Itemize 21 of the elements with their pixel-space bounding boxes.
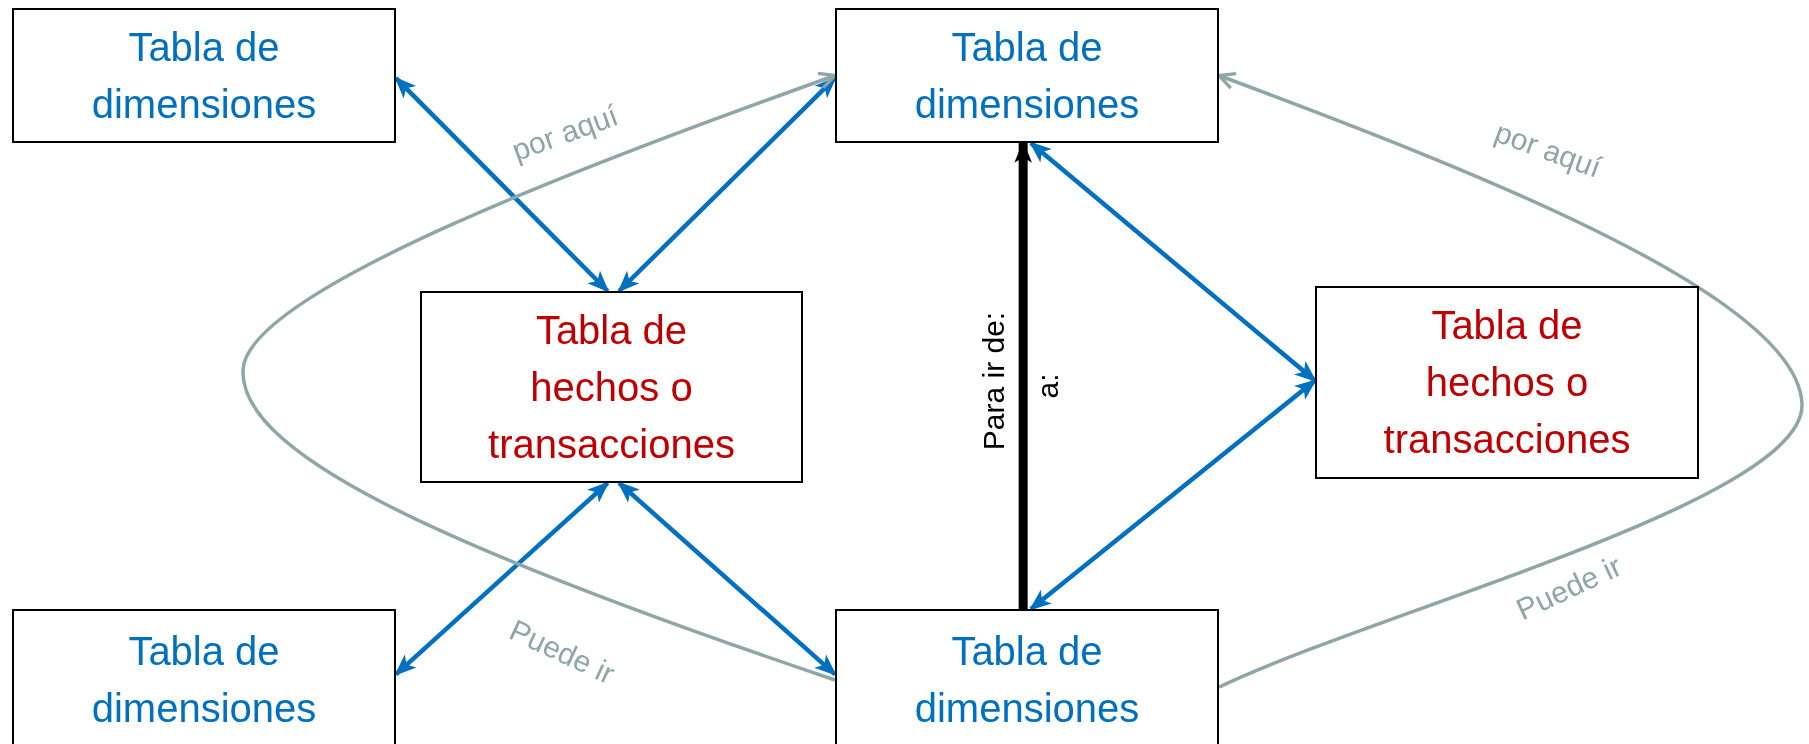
table-label: Tabla de dimensiones [90, 23, 318, 128]
curve-label: por aquí [507, 98, 623, 168]
table-box [420, 291, 803, 483]
arrow [617, 76, 837, 293]
text-label: a: [1031, 373, 1065, 399]
table-label: Tabla de hechos o transacciones [487, 306, 736, 468]
curve-label: Puede ir [1511, 549, 1627, 627]
table-label: Tabla de dimensiones [913, 23, 1141, 128]
table-box [835, 8, 1219, 143]
curve-label: por aquí [1490, 115, 1606, 185]
curved-arrow [241, 71, 837, 682]
table-box [835, 609, 1219, 744]
table-box [12, 609, 396, 744]
arrow [617, 481, 837, 676]
table-label: Tabla de hechos o transacciones [1382, 302, 1632, 463]
table-box [12, 8, 396, 143]
table-label: Tabla de dimensiones [913, 628, 1141, 732]
table-box [1315, 286, 1699, 479]
arrow [1029, 378, 1317, 611]
table-label: Tabla de dimensiones [90, 628, 318, 732]
arrow [1029, 141, 1317, 383]
